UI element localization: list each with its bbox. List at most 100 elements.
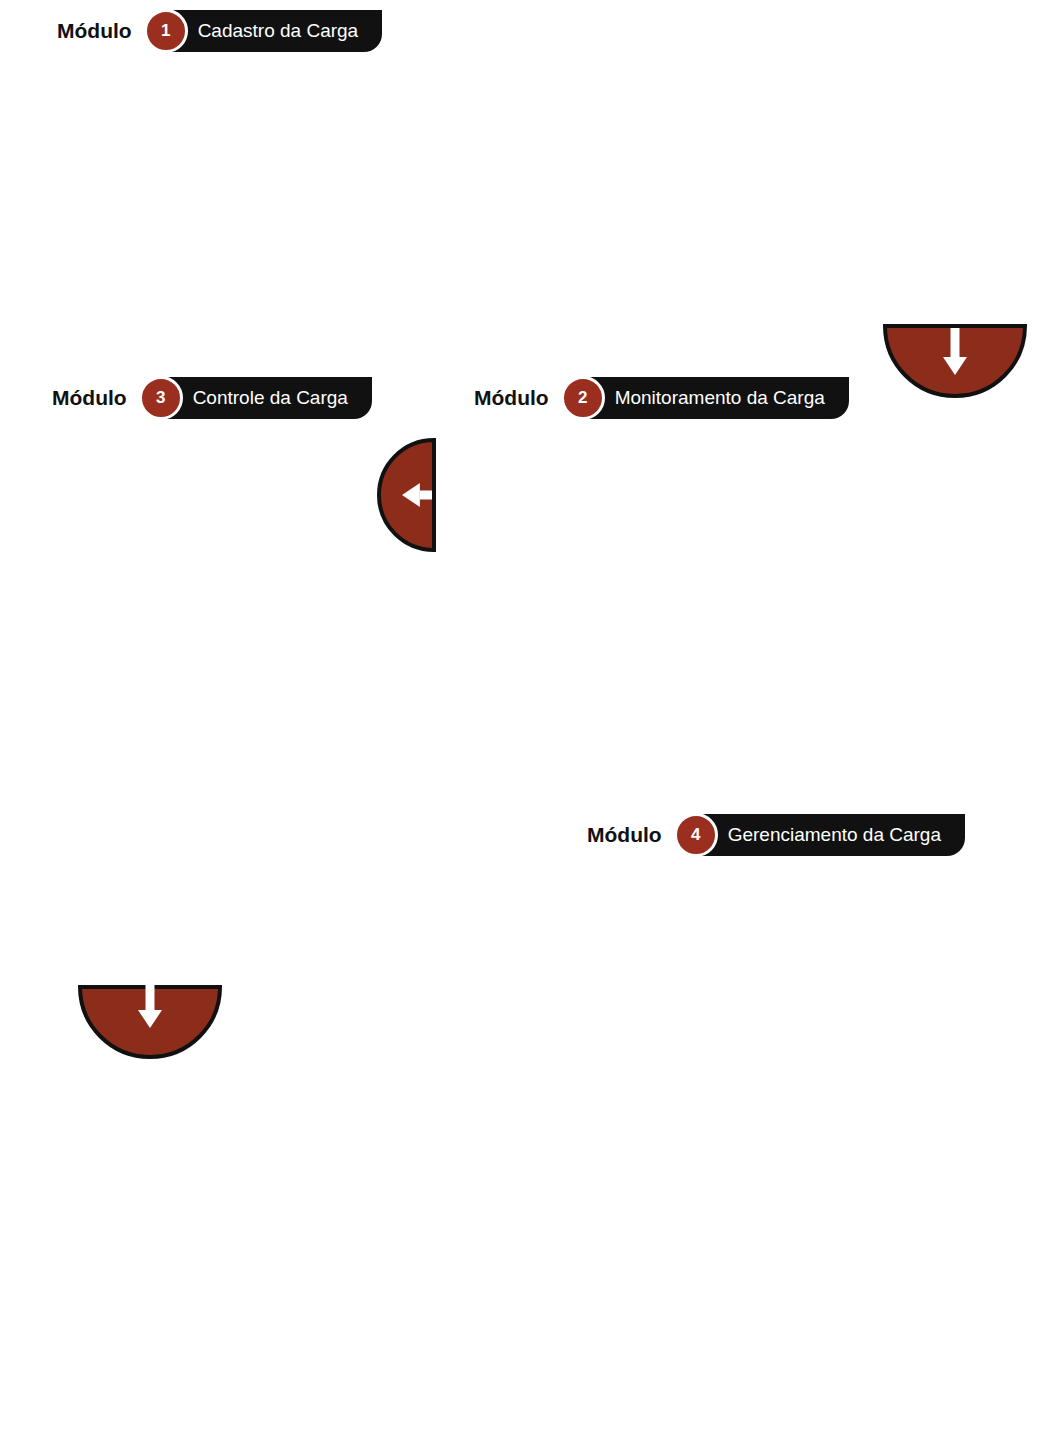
- map: [853, 1082, 863, 1092]
- checklist: [233, 1233, 248, 1248]
- map: [700, 1000, 905, 1087]
- map: [831, 1035, 841, 1045]
- module-number: 2: [561, 376, 605, 420]
- laptop-icon: [345, 1350, 650, 1366]
- laptop-icon: [601, 1286, 609, 1294]
- panel-outline: [21, 815, 1043, 1430]
- road: [20, 686, 410, 692]
- laptop-icon: [535, 1268, 541, 1316]
- truck: [965, 660, 1005, 700]
- leader-line: [160, 128, 318, 207]
- laptop-icon: [385, 1197, 462, 1199]
- laptop-icon: [385, 1221, 462, 1223]
- module-panel: MóduloGerenciamento da Carga4: [18, 812, 1045, 1432]
- bar-chart: [783, 1168, 1027, 1412]
- leader-line: [278, 1025, 783, 1290]
- laptop-icon: [428, 138, 442, 152]
- camera-icon: [930, 122, 960, 136]
- bar-chart: [907, 1258, 932, 1365]
- module-number: 1: [144, 9, 188, 53]
- camera-icon: [961, 150, 989, 178]
- road: [42, 705, 300, 860]
- camera-icon: [894, 90, 1030, 226]
- weigh-station: [428, 200, 438, 230]
- module-number: 3: [139, 376, 183, 420]
- camera-icon: [912, 132, 1012, 194]
- checklist: [233, 1271, 248, 1286]
- scale-icon: [771, 223, 838, 293]
- laptop-icon: [225, 50, 442, 240]
- bar-chart: [835, 1210, 995, 1365]
- module-panel: MóduloControle da Carga3: [18, 375, 410, 985]
- leader-line: [550, 102, 894, 317]
- module-panel: MóduloCadastro da Carga1: [8, 8, 1045, 328]
- road: [437, 640, 1040, 750]
- map: [750, 1010, 760, 1020]
- camera-icon: [922, 142, 933, 148]
- checklist: [233, 1176, 248, 1191]
- map: [706, 998, 716, 1008]
- checklist: [236, 1291, 248, 1302]
- laptop-icon: [470, 1206, 478, 1214]
- laptop-icon: [470, 1302, 478, 1310]
- laptop-icon: [225, 50, 415, 240]
- module-title: Controle da Carga: [161, 377, 372, 419]
- checklist: [236, 1272, 248, 1283]
- sensor-post: [484, 500, 499, 530]
- panel-outline: [11, 11, 1043, 326]
- road: [300, 720, 395, 885]
- bar-chart: [830, 1230, 948, 1371]
- laptop-icon: [553, 1278, 559, 1316]
- laptop-icon: [385, 1305, 462, 1307]
- leader-line: [120, 112, 300, 193]
- checklist: [233, 1290, 248, 1305]
- laptop-icon: [385, 1186, 478, 1310]
- laptop-icon: [385, 1209, 462, 1211]
- module-tab: MóduloMonitoramento da Carga2: [452, 377, 849, 419]
- checklist: [40, 1155, 280, 1395]
- antenna: [30, 495, 46, 690]
- checklist: [60, 1259, 215, 1261]
- laptop-icon: [503, 1253, 622, 1322]
- antenna: [46, 533, 66, 542]
- truck: [210, 605, 302, 715]
- truck: [810, 660, 850, 700]
- leader-line: [640, 162, 894, 232]
- road: [23, 690, 410, 885]
- laptop-icon: [470, 1290, 478, 1298]
- leader-line: [214, 146, 285, 232]
- sensor-post: [488, 504, 495, 526]
- truck: [225, 615, 292, 640]
- truck: [740, 660, 780, 700]
- laptop-icon: [544, 1290, 550, 1316]
- truck: [300, 582, 410, 670]
- truck: [622, 248, 630, 255]
- laptop-icon: [470, 1254, 478, 1262]
- truck: [260, 618, 272, 630]
- signal-wave: [672, 612, 708, 617]
- laptop-icon: [379, 1271, 387, 1279]
- antenna: [30, 495, 140, 690]
- laptop-icon: [420, 1185, 462, 1187]
- signal-wave: [514, 509, 695, 583]
- checklist: [233, 1214, 248, 1229]
- road: [20, 883, 410, 888]
- truck: [300, 582, 410, 670]
- lock-icon: [773, 90, 837, 118]
- antenna: [46, 500, 72, 510]
- lock-icon: [776, 92, 834, 116]
- truck: [22, 259, 222, 268]
- truck: [715, 545, 1020, 700]
- panel-outline: [18, 812, 1045, 1432]
- laptop-icon: [385, 1245, 462, 1247]
- laptop-icon: [375, 1172, 493, 1322]
- map: [861, 1027, 871, 1037]
- module-panel: MóduloMonitoramento da Carga2: [432, 375, 1045, 762]
- camera-icon: [894, 90, 1030, 226]
- road: [437, 706, 1040, 711]
- checklist: [60, 1278, 215, 1280]
- scale-icon: [70, 790, 230, 950]
- signal-wave: [672, 622, 708, 627]
